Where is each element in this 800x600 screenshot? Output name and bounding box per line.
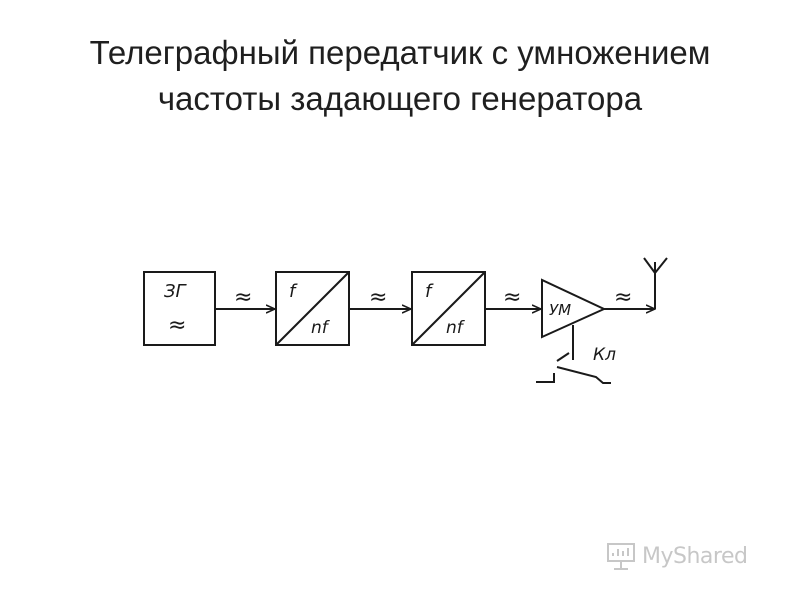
title-line-1: Телеграфный передатчик с умножением (89, 34, 711, 71)
multiplier-2-bottom-label: nf (446, 318, 466, 338)
key-label: Кл (593, 345, 616, 365)
slide-title: Телеграфный передатчик с умножением част… (0, 30, 800, 122)
watermark-brand: MyShared (642, 543, 748, 569)
key-knob (556, 352, 570, 362)
multiplier-1-top-label: f (289, 281, 298, 302)
key-left-contact (536, 373, 555, 383)
wave-symbol-4: ≈ (614, 285, 632, 310)
multiplier-1-bottom-label: nf (311, 318, 331, 338)
generator-label: ЗГ (164, 281, 188, 302)
title-line-2: частоты задающего генератора (157, 80, 643, 117)
wave-symbol-2: ≈ (369, 285, 387, 310)
multiplier-1-diagonal (275, 271, 350, 346)
amplifier-label: УМ (549, 301, 571, 319)
wave-symbol-1: ≈ (234, 285, 252, 310)
generator-wave-icon: ≈ (168, 313, 186, 338)
wave-symbol-3: ≈ (503, 285, 521, 310)
presentation-board-icon (607, 543, 635, 570)
multiplier-2-diagonal (411, 271, 486, 346)
multiplier-2-top-label: f (425, 281, 434, 302)
antenna-icon (643, 257, 668, 275)
amplifier-triangle (541, 278, 607, 339)
watermark: MyShared (606, 536, 776, 576)
key-lever (556, 366, 611, 384)
